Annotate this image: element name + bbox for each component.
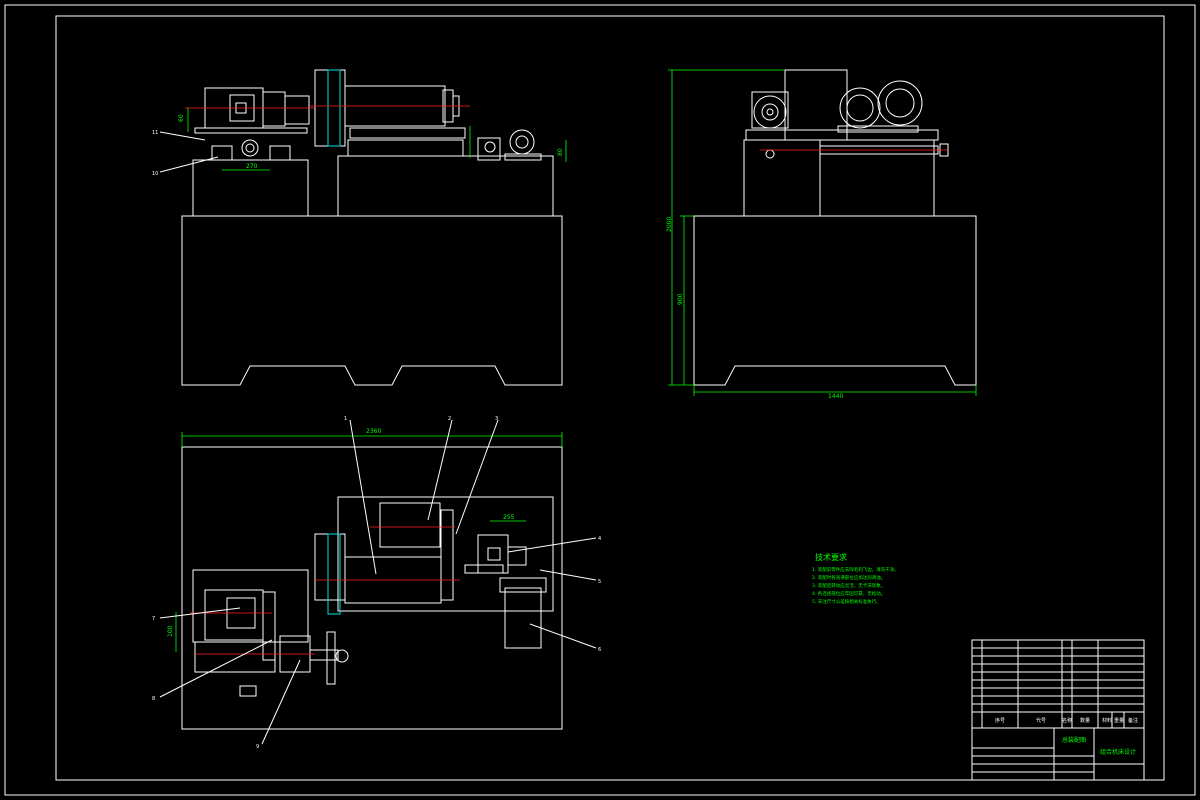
plan-dim-small-width: 255 — [503, 514, 515, 521]
front-dim-right: 80 — [557, 148, 564, 156]
note-line: 1. 装配前零件应去除毛刺飞边，清洗干净。 — [812, 566, 899, 573]
header-name: 名称 — [1062, 717, 1072, 724]
technical-requirements: 技术要求 1. 装配前零件应去除毛刺飞边，清洗干净。 2. 装配时各润滑部位应加… — [812, 552, 899, 605]
balloon-8: 8 — [152, 696, 155, 702]
balloon-1: 1 — [344, 416, 347, 422]
header-weight: 重量 — [1114, 717, 1124, 724]
plan-dim-left-height: 100 — [167, 625, 174, 637]
outer-border — [4, 4, 1196, 796]
drawing-name: 总装配图 — [1062, 736, 1086, 744]
plan-view — [159, 419, 597, 745]
front-dim-height: 60 — [178, 114, 185, 122]
front-view — [159, 69, 567, 386]
note-line: 3. 装配后转动应灵活，无卡滞现象。 — [812, 582, 885, 589]
inner-border — [55, 15, 1165, 781]
balloon-6: 6 — [598, 647, 601, 653]
balloon-3: 3 — [495, 416, 498, 422]
header-no: 序号 — [995, 717, 1005, 724]
note-line: 4. 各连接部位应牢固可靠，无松动。 — [812, 590, 885, 597]
plan-dim-width: 2360 — [366, 428, 381, 435]
front-dim-width: 270 — [246, 163, 258, 170]
title-block — [971, 639, 1145, 781]
side-view — [668, 69, 977, 396]
side-dim-overall-height: 2000 — [666, 217, 673, 232]
note-line: 5. 未注尺寸公差按相关标准执行。 — [812, 598, 881, 605]
side-dim-lower-height: 900 — [677, 293, 684, 305]
note-line: 2. 装配时各润滑部位应加注润滑油。 — [812, 574, 885, 581]
header-code: 代号 — [1036, 717, 1046, 724]
header-material: 材料 — [1102, 717, 1112, 724]
header-remark: 备注 — [1128, 717, 1138, 724]
balloon-11: 11 — [152, 130, 158, 136]
balloon-9: 9 — [256, 744, 259, 750]
balloon-4: 4 — [598, 536, 601, 542]
school-name: 组合机床设计 — [1100, 748, 1136, 756]
balloon-5: 5 — [598, 579, 601, 585]
notes-title: 技术要求 — [815, 552, 847, 562]
header-qty: 数量 — [1080, 717, 1090, 724]
balloon-10: 10 — [152, 171, 158, 177]
side-dim-width: 1440 — [828, 393, 843, 400]
balloon-7: 7 — [152, 616, 155, 622]
balloon-2: 2 — [448, 416, 451, 422]
